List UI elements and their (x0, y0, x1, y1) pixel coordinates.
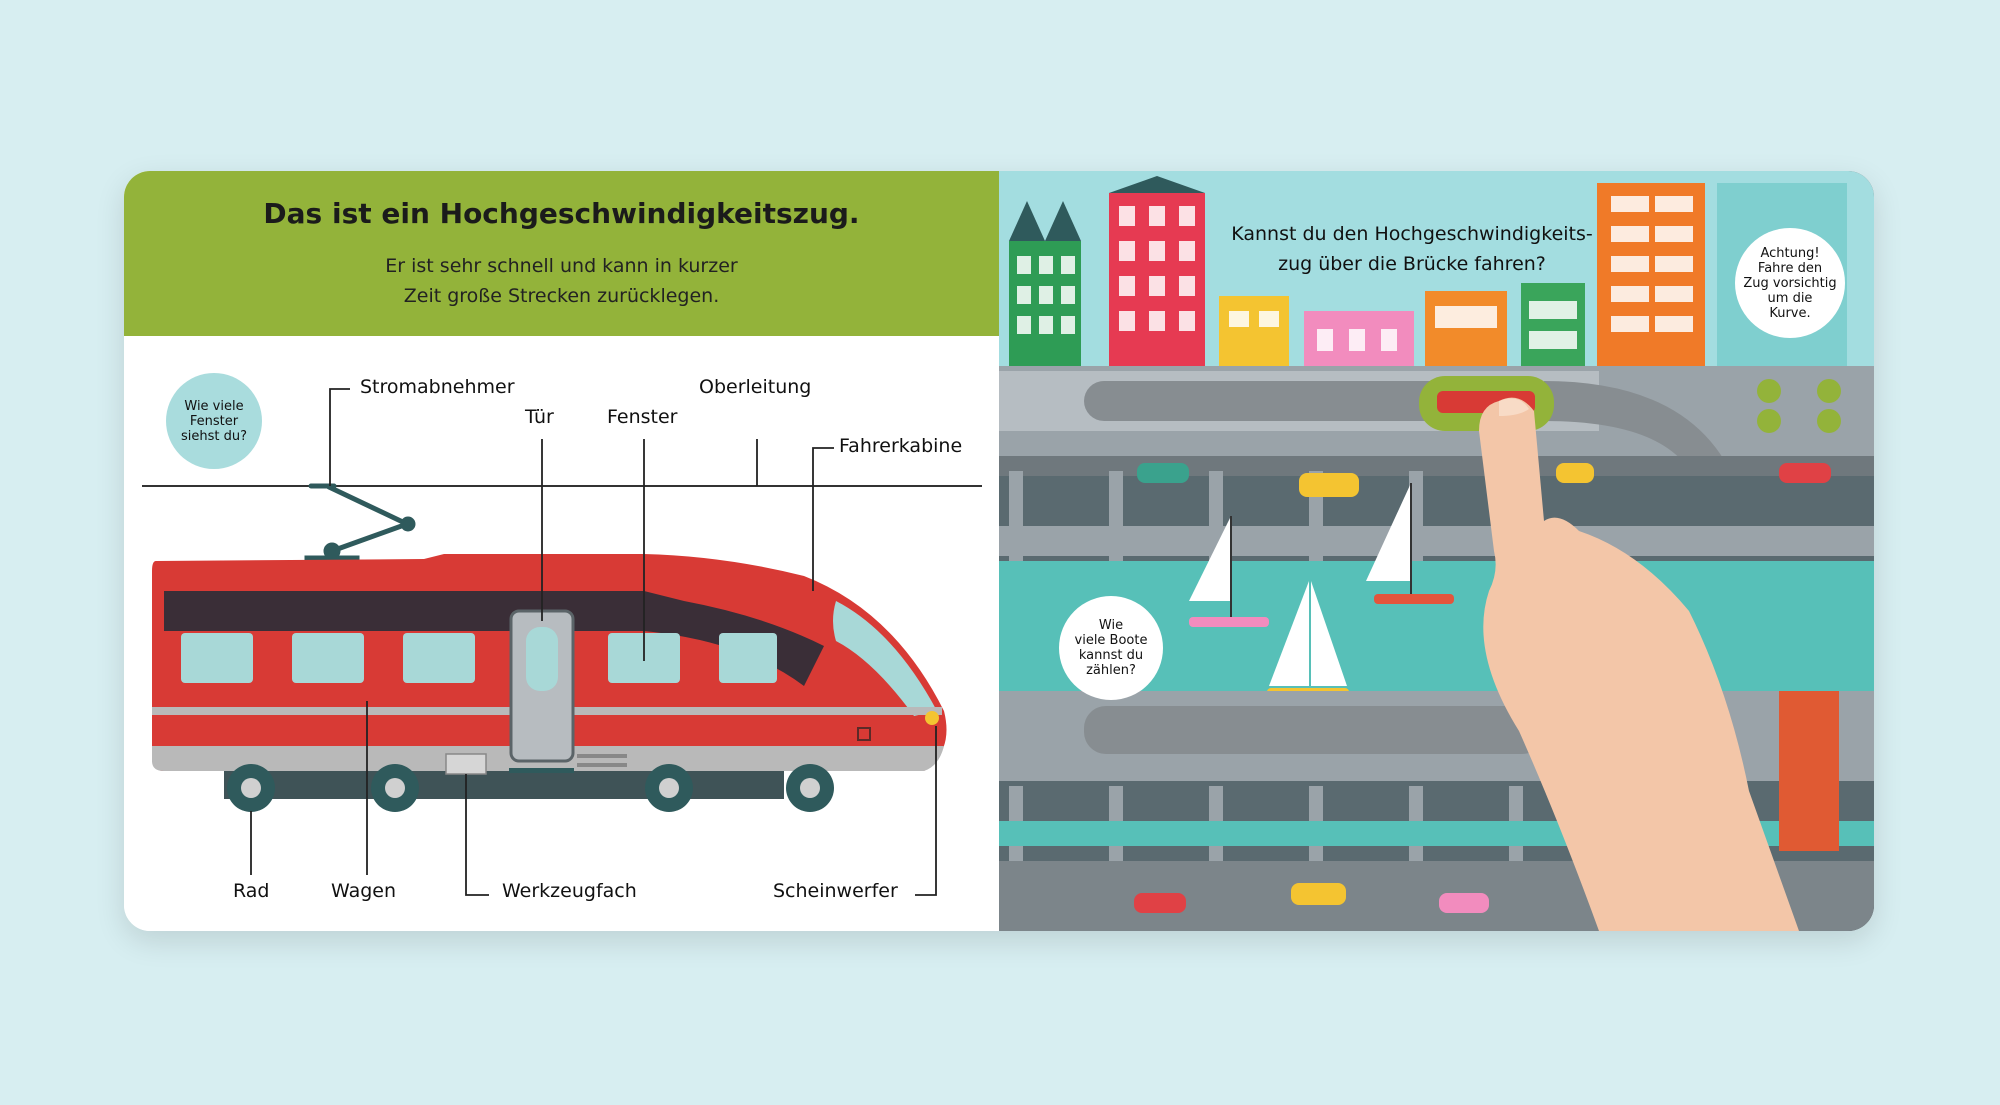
boats-question-bubble: Wie viele Boote kannst du zählen? (1059, 596, 1163, 700)
right-question-line-2: zug über die Brücke fahren? (1278, 253, 1546, 275)
label-oberleitung: Oberleitung (699, 376, 812, 398)
page-title: Das ist ein Hochgeschwindigkeitszug. (263, 197, 860, 230)
bubble-text: Fenster (189, 413, 239, 429)
page-subtitle-line-2: Zeit große Strecken zurücklegen. (403, 285, 720, 307)
board-book-spread: Das ist ein Hochgeschwindigkeitszug. Er … (124, 171, 1874, 931)
pantograph-icon (304, 483, 416, 571)
label-fahrerkabine: Fahrerkabine (839, 435, 963, 457)
bubble-text: viele Boote (1074, 633, 1148, 648)
bubble-text: Achtung! (1760, 245, 1820, 261)
label-werkzeugfach: Werkzeugfach (502, 880, 637, 902)
page-subtitle-line-1: Er ist sehr schnell und kann in kurzer (385, 255, 738, 277)
right-question-line-1: Kannst du den Hochgeschwindigkeits- (1231, 223, 1593, 245)
right-page: Kannst du den Hochgeschwindigkeits- zug … (999, 171, 1874, 931)
bubble-text: Fahre den (1757, 260, 1823, 276)
wheel-icon (227, 764, 834, 812)
label-tuer: Tür (525, 406, 554, 428)
left-header-band: Das ist ein Hochgeschwindigkeitszug. Er … (124, 171, 999, 336)
label-scheinwerfer: Scheinwerfer (773, 880, 898, 902)
train-illustration (142, 388, 982, 896)
attention-bubble: Achtung! Fahre den Zug vorsichtig um die… (1735, 228, 1845, 338)
train-icon (152, 554, 947, 799)
car-icon (1134, 463, 1831, 913)
leader-lines (250, 388, 937, 896)
hand-icon (1479, 397, 1799, 931)
bubble-text: Kurve. (1769, 305, 1811, 321)
bubble-text: kannst du (1078, 648, 1144, 663)
windows-question-bubble: Wie viele Fenster siehst du? (166, 373, 262, 469)
bubble-text: Wie viele (184, 398, 244, 414)
bubble-text: siehst du? (180, 428, 247, 444)
label-fenster: Fenster (607, 406, 678, 428)
bubble-text: um die (1767, 290, 1813, 306)
label-rad: Rad (233, 880, 270, 902)
left-page: Das ist ein Hochgeschwindigkeitszug. Er … (124, 171, 999, 931)
bubble-text: Zug vorsichtig (1743, 275, 1837, 291)
bubble-text: zählen? (1086, 663, 1136, 678)
bubble-text: Wie (1098, 618, 1124, 633)
label-wagen: Wagen (331, 880, 397, 902)
label-stromabnehmer: Stromabnehmer (360, 376, 515, 398)
